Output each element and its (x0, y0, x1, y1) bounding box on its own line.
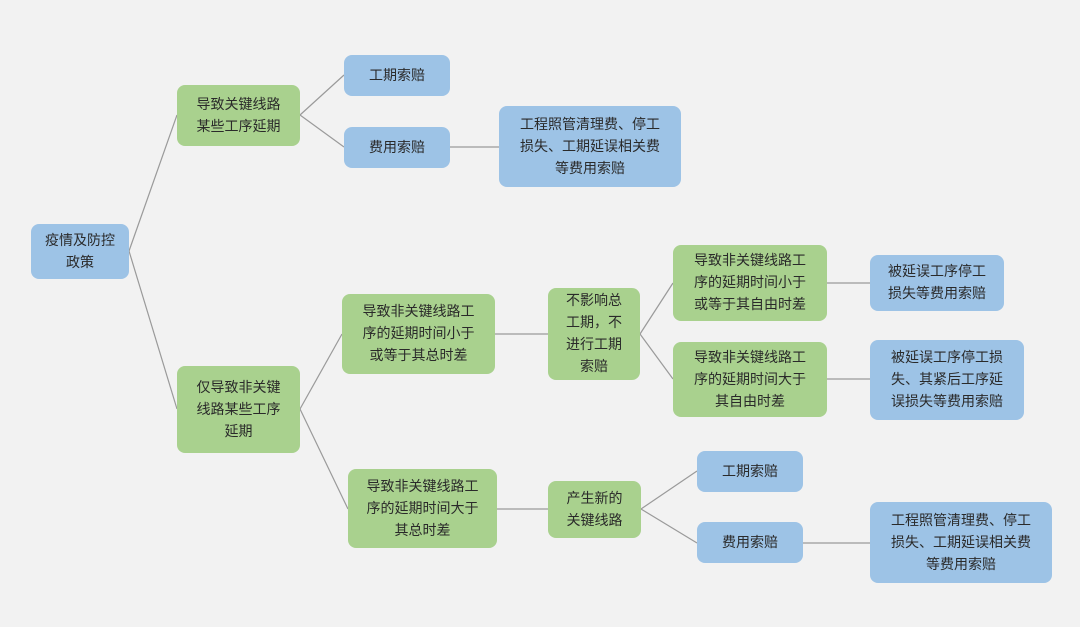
edge-b1-b1_2 (299, 408, 349, 510)
edge-b1_1_1-b1_1_1_2 (639, 333, 674, 380)
edge-b1_2_1-b1_2_1_2 (640, 508, 698, 544)
new-critical-path-node: 产生新的 关键线路 (548, 481, 641, 538)
edge-root-b1 (128, 250, 178, 410)
new-path-schedule-claim-node: 工期索赔 (697, 451, 803, 492)
edge-b1-b1_1 (299, 333, 343, 410)
edge-b1_2_1-b1_2_1_1 (640, 470, 698, 510)
edge-a1-a1_2 (299, 114, 345, 148)
delay-exceeds-free-float-node: 导致非关键线路工 序的延期时间大于 其自由时差 (673, 342, 827, 417)
noncritical-path-delay-node: 仅导致非关键 线路某些工序 延期 (177, 366, 300, 453)
schedule-claim-node: 工期索赔 (344, 55, 450, 96)
new-path-cost-claim-detail-node: 工程照管清理费、停工 损失、工期延误相关费 等费用索赔 (870, 502, 1052, 583)
delay-within-free-float-node: 导致非关键线路工 序的延期时间小于 或等于其自由时差 (673, 245, 827, 321)
cost-claim-detail-node: 工程照管清理费、停工 损失、工期延误相关费 等费用索赔 (499, 106, 681, 187)
cost-claim-node: 费用索赔 (344, 127, 450, 168)
delay-within-total-float-node: 导致非关键线路工 序的延期时间小于 或等于其总时差 (342, 294, 495, 374)
edge-b1_1_1-b1_1_1_1 (639, 282, 674, 335)
successor-delay-loss-claim-node: 被延误工序停工损 失、其紧后工序延 误损失等费用索赔 (870, 340, 1024, 420)
edge-root-a1 (128, 114, 178, 252)
delayed-work-loss-claim-node: 被延误工序停工 损失等费用索赔 (870, 255, 1004, 311)
root-node: 疫情及防控 政策 (31, 224, 129, 279)
edge-a1-a1_1 (299, 74, 345, 116)
critical-path-delay-node: 导致关键线路 某些工序延期 (177, 85, 300, 146)
delay-exceeds-total-float-node: 导致非关键线路工 序的延期时间大于 其总时差 (348, 469, 497, 548)
no-total-duration-impact-node: 不影响总 工期，不 进行工期 索赔 (548, 288, 640, 380)
new-path-cost-claim-node: 费用索赔 (697, 522, 803, 563)
